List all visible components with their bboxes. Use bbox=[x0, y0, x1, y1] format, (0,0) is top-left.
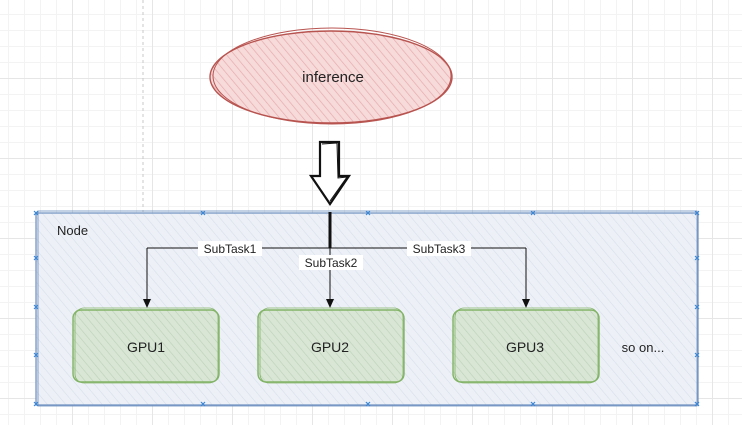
edge-label-subtask1[interactable]: SubTask1 bbox=[198, 241, 262, 256]
gpu2-label: GPU2 bbox=[311, 339, 349, 355]
svg-text:SubTask1: SubTask1 bbox=[204, 242, 257, 256]
svg-text:SubTask2: SubTask2 bbox=[305, 256, 358, 270]
gpu3-label: GPU3 bbox=[506, 339, 544, 355]
node-label: Node bbox=[57, 223, 88, 238]
gpu1-box[interactable]: GPU1 bbox=[72, 307, 220, 384]
edge-label-subtask3[interactable]: SubTask3 bbox=[407, 241, 471, 256]
selection-handles[interactable] bbox=[33, 210, 700, 407]
gpu1-label: GPU1 bbox=[127, 339, 165, 355]
gpu2-box[interactable]: GPU2 bbox=[257, 307, 405, 384]
so-on-note[interactable]: so on... bbox=[622, 340, 665, 355]
gpu3-box[interactable]: GPU3 bbox=[452, 307, 600, 384]
edge-label-subtask2[interactable]: SubTask2 bbox=[299, 255, 363, 270]
inference-label: inference bbox=[302, 69, 364, 86]
hollow-down-arrow-icon bbox=[308, 140, 352, 206]
svg-text:SubTask3: SubTask3 bbox=[413, 242, 466, 256]
inference-node[interactable]: inference bbox=[209, 27, 453, 125]
